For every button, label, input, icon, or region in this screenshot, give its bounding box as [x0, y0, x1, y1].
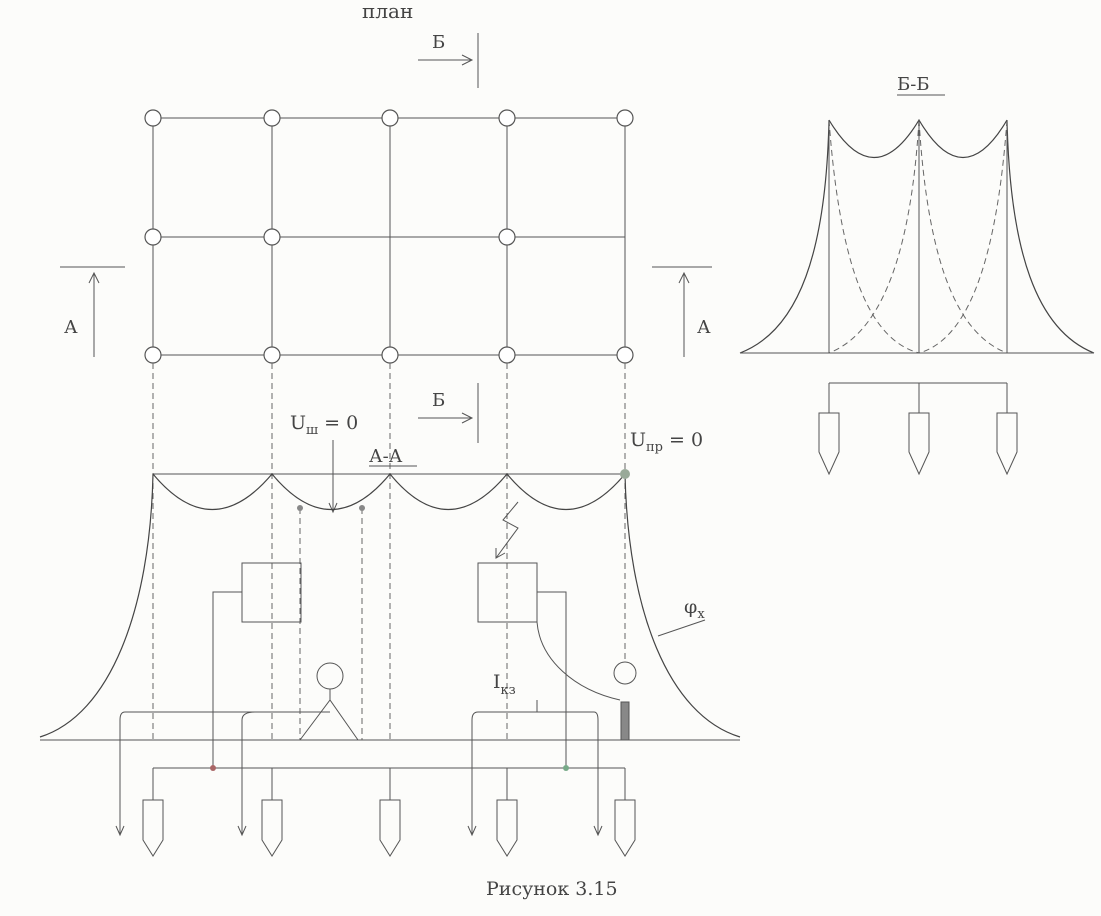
- section-mark-a-label-right: А: [697, 317, 711, 338]
- svg-text:Uпр = 0: Uпр = 0: [630, 429, 703, 455]
- figure-caption: Рисунок 3.15: [486, 878, 618, 900]
- section-mark-a-right: А: [652, 266, 712, 357]
- plan-label: план: [362, 0, 413, 23]
- potential-curve-left: [39, 473, 154, 738]
- u-pr-label: Uпр = 0: [630, 429, 703, 455]
- u-sh-label: Uш = 0: [290, 412, 358, 438]
- potential-curve-right: [624, 473, 741, 738]
- section-mark-b-middle: Б: [418, 383, 479, 443]
- person-figure: [299, 662, 359, 741]
- svg-text:Uш = 0: Uш = 0: [290, 412, 358, 438]
- section-bb-curves: [739, 118, 1095, 354]
- section-bb-title: Б-Б: [897, 74, 930, 95]
- svg-text:φx: φx: [684, 596, 705, 622]
- measurement-points: [297, 469, 630, 740]
- i-kz-label: Iкз: [493, 671, 516, 698]
- current-paths: [115, 700, 603, 837]
- equipment-box-right: [477, 501, 621, 768]
- equipment-box-left: [212, 562, 302, 768]
- section-mark-a-left: А: [60, 266, 125, 357]
- plan-grid: [152, 117, 626, 356]
- potential-scallops: [152, 473, 626, 510]
- phi-x-label: φx: [684, 596, 705, 622]
- ground-electrodes: [142, 768, 636, 857]
- section-mark-a-label-left: А: [64, 317, 78, 338]
- contact-figure: [613, 661, 637, 741]
- projection-lines: [152, 363, 626, 740]
- section-bb-electrodes: [818, 382, 1018, 476]
- section-mark-b-label: Б: [432, 32, 445, 53]
- svg-text:Iкз: Iкз: [493, 671, 516, 698]
- section-mark-b-top: Б: [418, 32, 479, 88]
- section-aa-title: А-А: [369, 446, 403, 467]
- section-mark-b-label-middle: Б: [432, 390, 445, 411]
